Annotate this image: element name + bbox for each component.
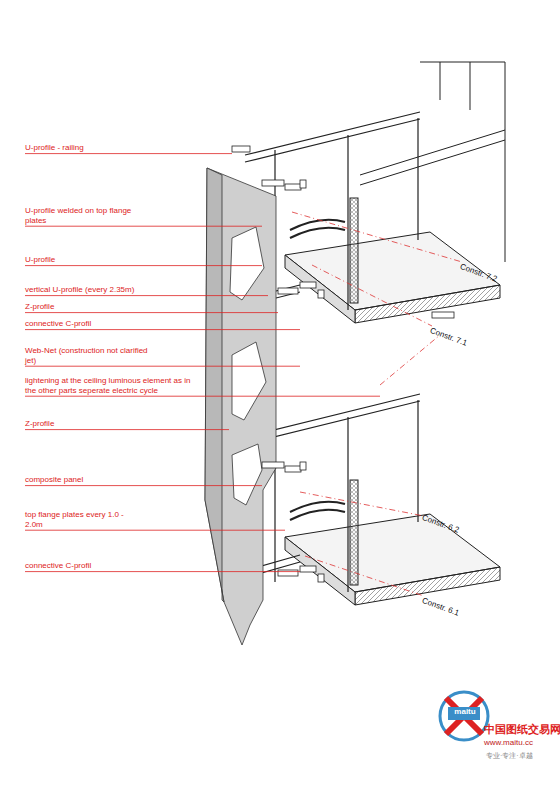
composite-facade-panel [205, 168, 276, 645]
profile-brackets [232, 146, 454, 582]
watermark-url: www.maitu.cc [484, 738, 559, 748]
building-outline [360, 62, 505, 262]
section-reference: Constr. 7.2 [459, 262, 528, 295]
watermark-slogan: 专业·专注·卓越 [486, 752, 560, 760]
part-label: vertical U-profile (every 2.35m) [25, 285, 245, 295]
floor-slab-upper [285, 198, 500, 323]
leader-line [25, 329, 300, 330]
leader-line [25, 429, 229, 430]
section-reference-line [292, 212, 462, 596]
part-label: composite panel [25, 475, 225, 485]
leader-line [25, 226, 262, 227]
section-reference: Constr. 6.1 [421, 596, 490, 629]
leader-line [25, 366, 300, 367]
leader-line [25, 571, 300, 572]
part-label: top flange plates every 1.0 - 2.0m [25, 510, 125, 529]
part-label: Web-Net (construction not clarified jet) [25, 346, 155, 365]
part-label: Z-profile [25, 302, 225, 312]
watermark-logo-text: maitu [448, 707, 482, 717]
leader-line [25, 312, 278, 313]
leader-line [25, 153, 232, 154]
part-label: lightening at the ceiling luminous eleme… [25, 376, 195, 395]
leader-line [25, 396, 380, 397]
floor-slab-lower [285, 480, 500, 605]
part-label: U-profile welded on top flange plates [25, 206, 135, 225]
watermark-logo [440, 692, 488, 740]
leader-line [25, 485, 262, 486]
part-label: connective C-profil [25, 561, 225, 571]
section-reference: Constr. 6.2 [421, 513, 490, 546]
watermark-text: 中国图纸交易网 [484, 723, 560, 736]
part-label: U-profile - railing [25, 143, 225, 153]
part-label: U-profile [25, 255, 225, 265]
leader-line [25, 530, 285, 531]
part-label: connective C-profil [25, 319, 225, 329]
part-label: Z-profile [25, 419, 225, 429]
section-reference: Constr. 7.1 [429, 326, 498, 359]
leader-line [25, 265, 262, 266]
leader-line [25, 295, 268, 296]
